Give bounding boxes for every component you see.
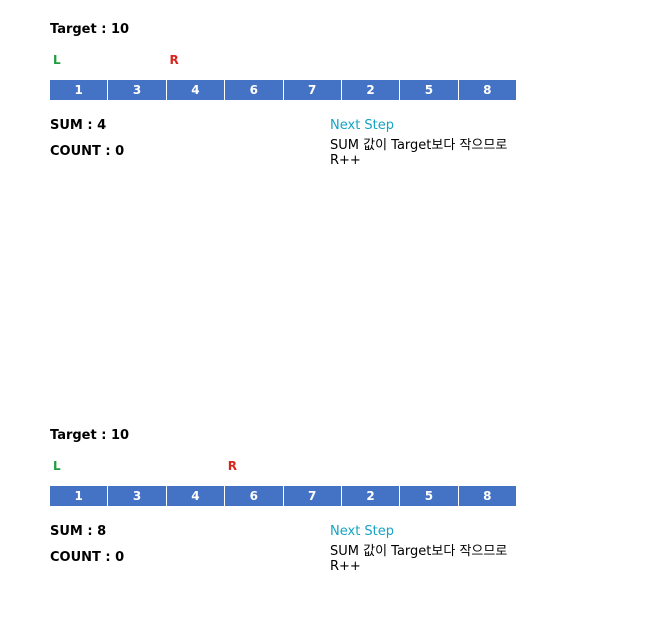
array-cell: 4 xyxy=(167,80,226,100)
next-step-title: Next Step xyxy=(330,524,395,539)
right-pointer: R xyxy=(227,459,237,473)
count-label: COUNT : 0 xyxy=(50,550,125,565)
target-label: Target : 10 xyxy=(50,22,130,37)
array-cell: 6 xyxy=(225,80,284,100)
step-panel-2: Target : 10 L R 1 3 4 6 7 2 5 8 SUM : 8 … xyxy=(0,406,666,606)
next-step-description: SUM 값이 Target보다 작으므로 R++ xyxy=(330,138,508,168)
array-cell: 1 xyxy=(50,80,109,100)
step-panel-1: Target : 10 L R 1 3 4 6 7 2 5 8 SUM : 4 … xyxy=(0,0,666,200)
left-pointer: L xyxy=(53,459,61,473)
sum-label: SUM : 4 xyxy=(50,118,107,133)
target-label: Target : 10 xyxy=(50,428,130,443)
array-cell: 5 xyxy=(400,486,459,506)
left-pointer: L xyxy=(53,53,61,67)
array-cell: 2 xyxy=(342,80,401,100)
sum-label: SUM : 8 xyxy=(50,524,107,539)
array-cell: 2 xyxy=(342,486,401,506)
array-cell: 3 xyxy=(108,486,167,506)
right-pointer: R xyxy=(169,53,179,67)
array-cell: 3 xyxy=(108,80,167,100)
array-cell: 6 xyxy=(225,486,284,506)
array-cell: 7 xyxy=(284,486,342,506)
array-row: 1 3 4 6 7 2 5 8 xyxy=(50,80,516,100)
array-cell: 8 xyxy=(483,489,492,503)
array-cell: 5 xyxy=(400,80,459,100)
array-cell: 1 xyxy=(50,486,109,506)
array-cell: 7 xyxy=(284,80,342,100)
array-row: 1 3 4 6 7 2 5 8 xyxy=(50,486,516,506)
next-step-description: SUM 값이 Target보다 작으므로 R++ xyxy=(330,544,508,574)
array-cell: 8 xyxy=(483,83,492,97)
next-step-title: Next Step xyxy=(330,118,395,133)
array-cell: 4 xyxy=(167,486,226,506)
count-label: COUNT : 0 xyxy=(50,144,125,159)
